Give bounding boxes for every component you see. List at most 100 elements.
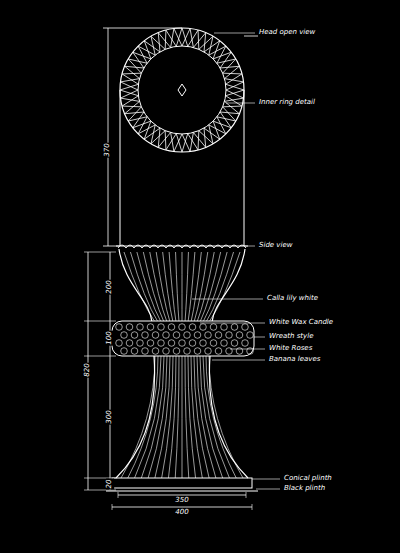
ground-line	[106, 491, 258, 492]
rose	[131, 332, 138, 339]
dimension-tick	[84, 356, 116, 357]
wreath-band	[112, 321, 254, 356]
rose	[184, 332, 191, 339]
calla-stem	[121, 252, 155, 478]
rose	[147, 324, 154, 331]
calla-stem	[155, 252, 170, 478]
calla-stem	[206, 252, 236, 478]
part-note: White Roses	[268, 345, 313, 353]
extension-line	[103, 28, 182, 29]
rose	[236, 332, 243, 339]
leader-line	[256, 489, 280, 490]
rose	[126, 340, 133, 347]
rose	[210, 340, 217, 347]
rose	[242, 324, 249, 331]
calla-stem	[168, 252, 176, 478]
part-note: Inner ring detail	[258, 99, 316, 107]
rose	[215, 332, 222, 339]
calla-stem	[175, 252, 179, 478]
rose	[121, 348, 128, 355]
rose	[231, 324, 238, 331]
leader-line	[192, 299, 263, 300]
rose	[221, 340, 228, 347]
part-note: White Wax Candle	[268, 319, 334, 327]
leader-line	[212, 360, 265, 361]
dimension-value: 300	[106, 409, 114, 424]
head-ring-zigzag	[120, 28, 244, 152]
dimension-tick	[246, 492, 247, 498]
calla-stem	[203, 252, 229, 478]
rose	[179, 340, 186, 347]
rose	[126, 324, 133, 331]
vase-outline	[116, 249, 155, 478]
cylinder-side	[120, 90, 121, 246]
dimension-value: 400	[174, 509, 189, 517]
part-note: Conical plinth	[283, 475, 333, 483]
dimension-line	[112, 507, 252, 508]
rose	[194, 332, 201, 339]
rose	[236, 348, 243, 355]
rose	[215, 348, 222, 355]
rose	[189, 340, 196, 347]
vase-outline	[209, 249, 248, 478]
part-note: Wreath style	[268, 333, 314, 341]
rose	[152, 348, 159, 355]
leader-line	[214, 33, 255, 34]
cylinder-side	[244, 90, 245, 246]
dimension-tick	[252, 504, 253, 510]
rose	[131, 348, 138, 355]
extension-line	[103, 246, 120, 247]
dimension-value: 100	[106, 330, 114, 345]
rose	[152, 332, 159, 339]
dimension-line	[108, 28, 109, 246]
part-note: Side view	[258, 242, 293, 250]
calla-stem	[182, 252, 183, 478]
rose	[121, 332, 128, 339]
rose	[205, 348, 212, 355]
rose	[142, 348, 149, 355]
rose	[200, 324, 207, 331]
rose	[200, 340, 207, 347]
dimension-tick	[84, 490, 116, 491]
dimension-tick	[84, 321, 116, 322]
plinth	[112, 478, 252, 488]
rose	[158, 324, 165, 331]
rose	[210, 324, 217, 331]
leader-line	[252, 479, 280, 480]
rose	[168, 340, 175, 347]
head-ring-zigzag	[121, 29, 244, 152]
calla-stem	[141, 252, 164, 478]
rose	[147, 340, 154, 347]
rose	[226, 348, 233, 355]
dimension-tick	[84, 252, 116, 253]
rose	[205, 332, 212, 339]
center-diamond	[178, 84, 186, 96]
rose	[137, 340, 144, 347]
rose	[116, 324, 123, 331]
rose	[194, 348, 201, 355]
leader-line	[200, 323, 265, 324]
rose	[247, 332, 254, 339]
part-note: Black plinth	[283, 485, 326, 493]
rose	[231, 340, 238, 347]
dimension-value: 370	[104, 142, 112, 157]
rose	[158, 340, 165, 347]
rose	[226, 332, 233, 339]
calla-stem	[188, 252, 196, 478]
dimension-tick	[112, 504, 113, 510]
calla-stem	[135, 252, 161, 478]
leader-line	[244, 246, 255, 247]
rose	[242, 340, 249, 347]
dimension-value: 350	[174, 497, 189, 505]
rose	[168, 324, 175, 331]
dimension-value: 20	[106, 479, 114, 490]
rose	[221, 324, 228, 331]
rose	[173, 332, 180, 339]
rose	[116, 340, 123, 347]
calla-stem	[128, 252, 158, 478]
rose	[137, 324, 144, 331]
rose	[163, 332, 170, 339]
head-outer-circle	[120, 28, 244, 152]
side-view-top	[116, 246, 248, 247]
